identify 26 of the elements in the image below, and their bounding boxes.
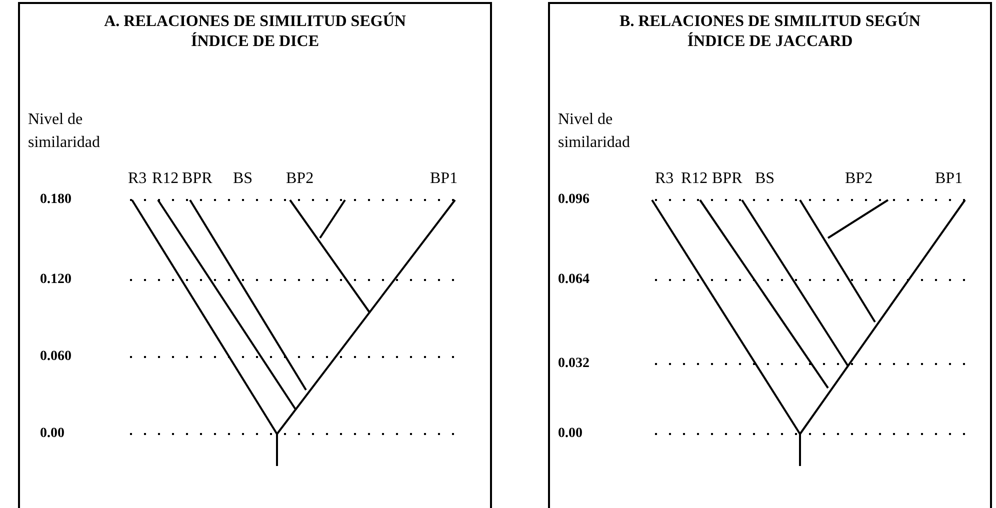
cluster-label: BPR (712, 170, 742, 188)
axis-tick-label: 0.096 (558, 191, 590, 209)
cluster-label: R3 (128, 170, 147, 188)
cluster-label: R12 (152, 170, 179, 188)
cluster-label: BP1 (935, 170, 963, 188)
cluster-label: R12 (681, 170, 708, 188)
panel-title: A. RELACIONES DE SIMILITUD SEGÚN ÍNDICE DE DICE (103, 12, 407, 52)
cluster-label: BPR (182, 170, 212, 188)
axis-tick-label: 0.120 (40, 271, 72, 289)
cluster-label: BP1 (430, 170, 458, 188)
axis-title: Nivel de similaridad (558, 110, 631, 153)
chart-panel (548, 2, 992, 508)
axis-tick-label: 0.064 (558, 271, 590, 289)
cluster-label: R3 (655, 170, 674, 188)
axis-tick-label: 0.180 (40, 191, 72, 209)
axis-tick-label: 0.00 (558, 425, 582, 443)
axis-tick-label: 0.060 (40, 348, 72, 366)
cluster-label: BS (755, 170, 775, 188)
cluster-label: BP2 (286, 170, 314, 188)
axis-tick-label: 0.00 (40, 425, 64, 443)
cluster-label: BP2 (845, 170, 873, 188)
axis-title: Nivel de similaridad (28, 110, 101, 153)
cluster-label: BS (233, 170, 253, 188)
panel-title: B. RELACIONES DE SIMILITUD SEGÚN ÍNDICE DE JACCARD (618, 12, 922, 52)
chart-panel (18, 2, 492, 508)
axis-tick-label: 0.032 (558, 355, 590, 373)
